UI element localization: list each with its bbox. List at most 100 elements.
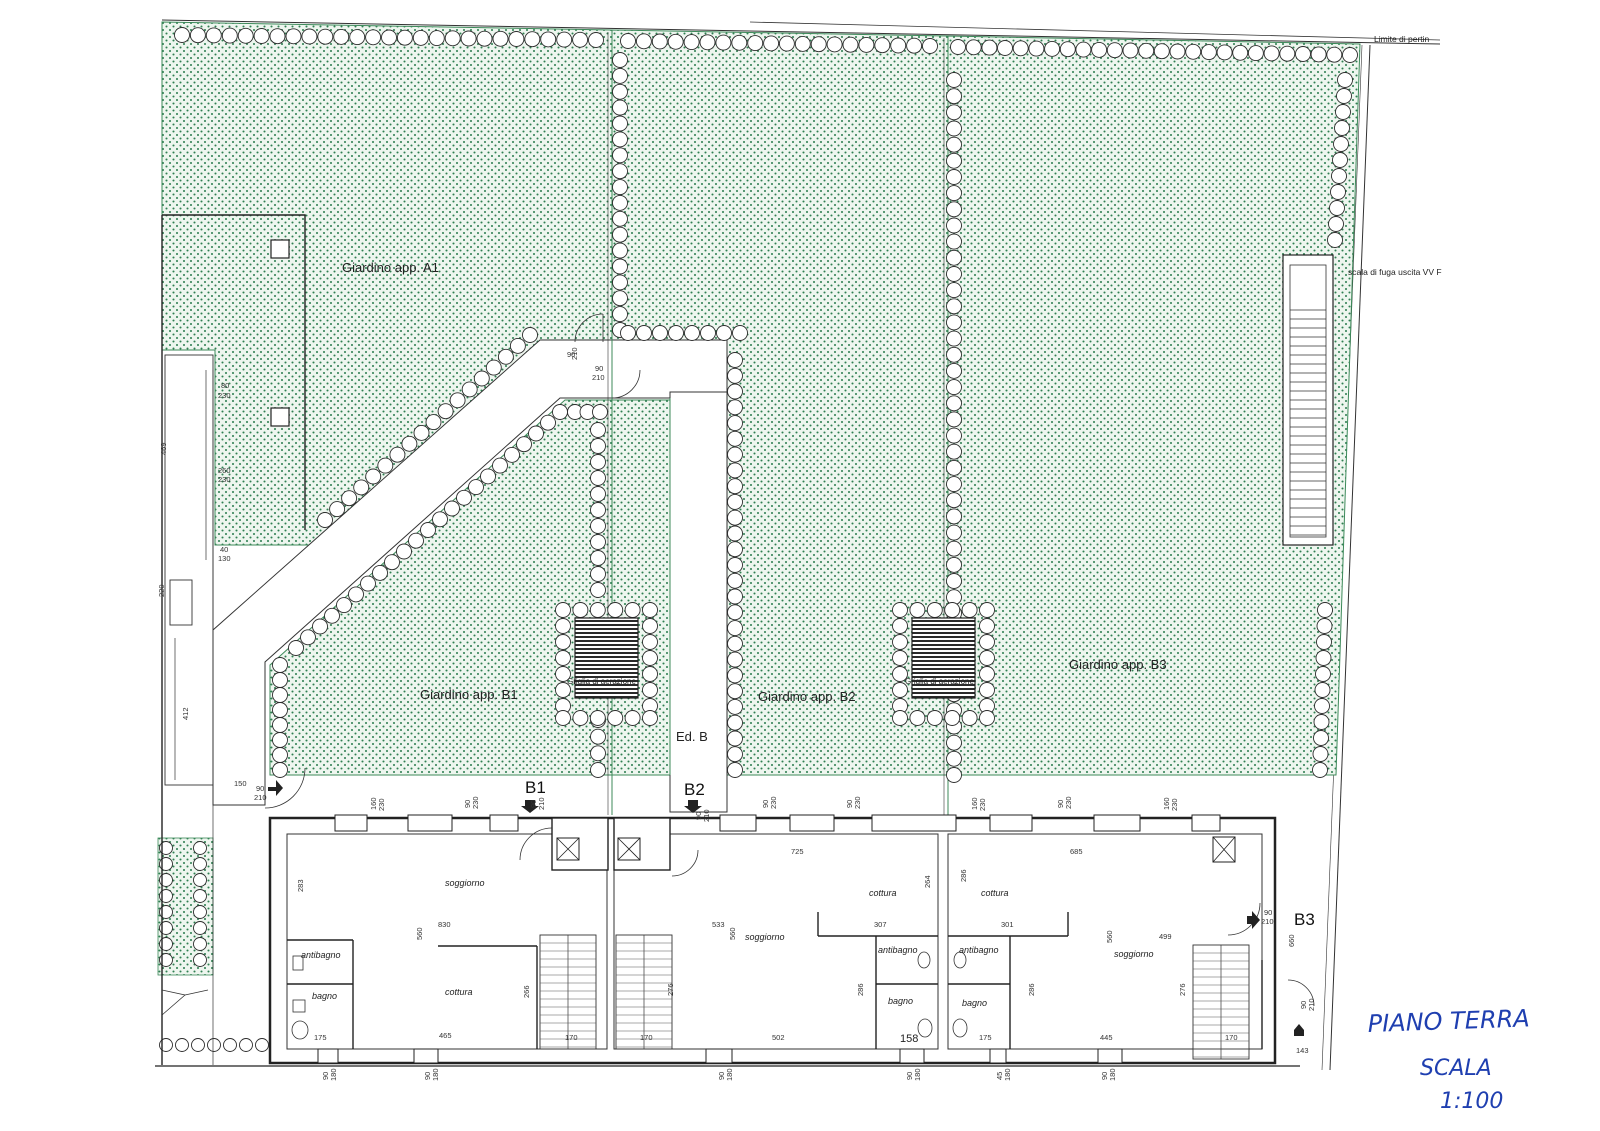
dim-win2-w: 90: [463, 800, 472, 808]
shrub-icon: [590, 518, 606, 534]
shrub-icon: [981, 39, 998, 56]
dim-bottom2-h: 180: [431, 1068, 440, 1081]
shrub-icon: [1314, 698, 1330, 714]
shrub-icon: [979, 618, 995, 634]
shrub-icon: [944, 710, 961, 726]
shrub-icon: [389, 446, 406, 463]
shrub-icon: [504, 446, 520, 463]
shrub-icon: [272, 747, 288, 763]
shrub-icon: [1091, 41, 1108, 58]
b2-entry-arrow-icon: [684, 800, 702, 813]
dim-b3-door-h: 210: [1261, 917, 1274, 926]
shrub-icon: [892, 682, 908, 698]
dim-win3-h: 230: [769, 796, 778, 809]
shrub-icon: [360, 575, 376, 592]
shrub-icon: [324, 607, 340, 624]
dim-499: 499: [1159, 932, 1172, 941]
shrub-icon: [1329, 200, 1345, 216]
shrub-icon: [946, 233, 962, 250]
shrub-icon: [727, 446, 743, 463]
shrub-icon: [1315, 650, 1332, 666]
shrub-icon: [961, 710, 978, 726]
dim-276-b: 276: [1178, 983, 1187, 996]
dim-276-a: 276: [666, 983, 675, 996]
grate-right-label: Griglia di aerazione: [905, 677, 974, 686]
shrub-icon: [1232, 44, 1249, 61]
shrub-icon: [420, 522, 436, 538]
shrub-icon: [946, 346, 962, 363]
shrub-icon: [193, 953, 207, 967]
garden-a1-label: Giardino app. A1: [342, 260, 439, 275]
dim-bottom3-w: 90: [717, 1072, 726, 1080]
shrub-icon: [555, 666, 571, 682]
dim-286-a: 286: [856, 983, 865, 996]
dim-175-b: 175: [979, 1033, 992, 1042]
b2-living-label: soggiorno: [745, 932, 785, 942]
shrub-icon: [979, 682, 995, 698]
shrub-icon: [1153, 43, 1170, 60]
shrub-icon: [540, 414, 556, 431]
shrub-icon: [612, 179, 628, 196]
dim-533: 533: [712, 920, 725, 929]
shrub-icon: [727, 430, 743, 447]
shrub-icon: [396, 29, 413, 46]
shrub-icon: [590, 422, 606, 438]
dim-left-90: 90: [256, 784, 264, 793]
shrub-icon: [444, 30, 461, 47]
dim-win5-w: 160: [970, 797, 979, 810]
shrub-icon: [946, 395, 962, 412]
top-window-dimensions: 160 230 90 230 90 230 90 230 160 230 90 …: [369, 796, 1179, 811]
shrub-icon: [612, 258, 628, 275]
dim-bottom2-w: 90: [423, 1072, 432, 1080]
shrub-icon: [727, 635, 743, 652]
shrub-icon: [1138, 42, 1155, 59]
shrub-icon: [909, 710, 926, 726]
dim-win2-h: 230: [471, 796, 480, 809]
shrub-icon: [946, 767, 962, 783]
shrub-icon: [365, 29, 382, 46]
dim-b1-door-h: 210: [537, 797, 546, 810]
dim-830: 830: [438, 920, 451, 929]
shrub-icon: [635, 33, 652, 50]
shrub-icon: [727, 651, 743, 668]
window-opening: [719, 814, 757, 832]
dim-win7-w: 160: [1162, 797, 1171, 810]
shrub-icon: [555, 602, 571, 618]
dim-40: 40: [220, 545, 228, 554]
shrub-icon: [572, 31, 589, 48]
dim-445: 445: [1100, 1033, 1113, 1042]
shrub-icon: [1200, 44, 1217, 61]
shrub-icon: [946, 136, 962, 153]
shrub-icon: [1169, 43, 1186, 60]
dim-560-c: 560: [1105, 930, 1114, 943]
shrub-icon: [312, 618, 328, 635]
dim-b3-side-w: 90: [1299, 1001, 1308, 1009]
dim-win4-h: 230: [853, 796, 862, 809]
shrub-icon: [341, 490, 358, 507]
shrub-icon: [946, 152, 962, 169]
shrub-icon: [516, 436, 532, 453]
shrub-icon: [317, 512, 333, 528]
shrub-icon: [727, 746, 743, 763]
shrub-icon: [480, 468, 496, 485]
dim-286-b: 286: [959, 869, 968, 882]
shrub-icon: [946, 298, 962, 315]
dim-283: 283: [296, 879, 305, 892]
shrub-icon: [1263, 45, 1280, 62]
shrub-icon: [624, 602, 641, 618]
dim-win1-h: 230: [377, 798, 386, 811]
shrub-icon: [449, 392, 466, 409]
left-entry-arrow-icon: [268, 780, 283, 796]
dim-b3-door-w: 90: [1264, 908, 1272, 917]
shrub-icon: [612, 163, 628, 180]
dim-307: 307: [874, 920, 887, 929]
shrub-icon: [826, 36, 843, 53]
shrub-icon: [401, 435, 418, 452]
garden-b1-label: Giardino app. B1: [420, 687, 518, 702]
shrub-icon: [946, 249, 962, 266]
shrub-icon: [727, 683, 743, 700]
shrub-icon: [642, 710, 658, 726]
shrub-icon: [892, 602, 908, 618]
shrub-icon: [946, 185, 962, 202]
dim-170-c: 170: [1225, 1033, 1238, 1042]
